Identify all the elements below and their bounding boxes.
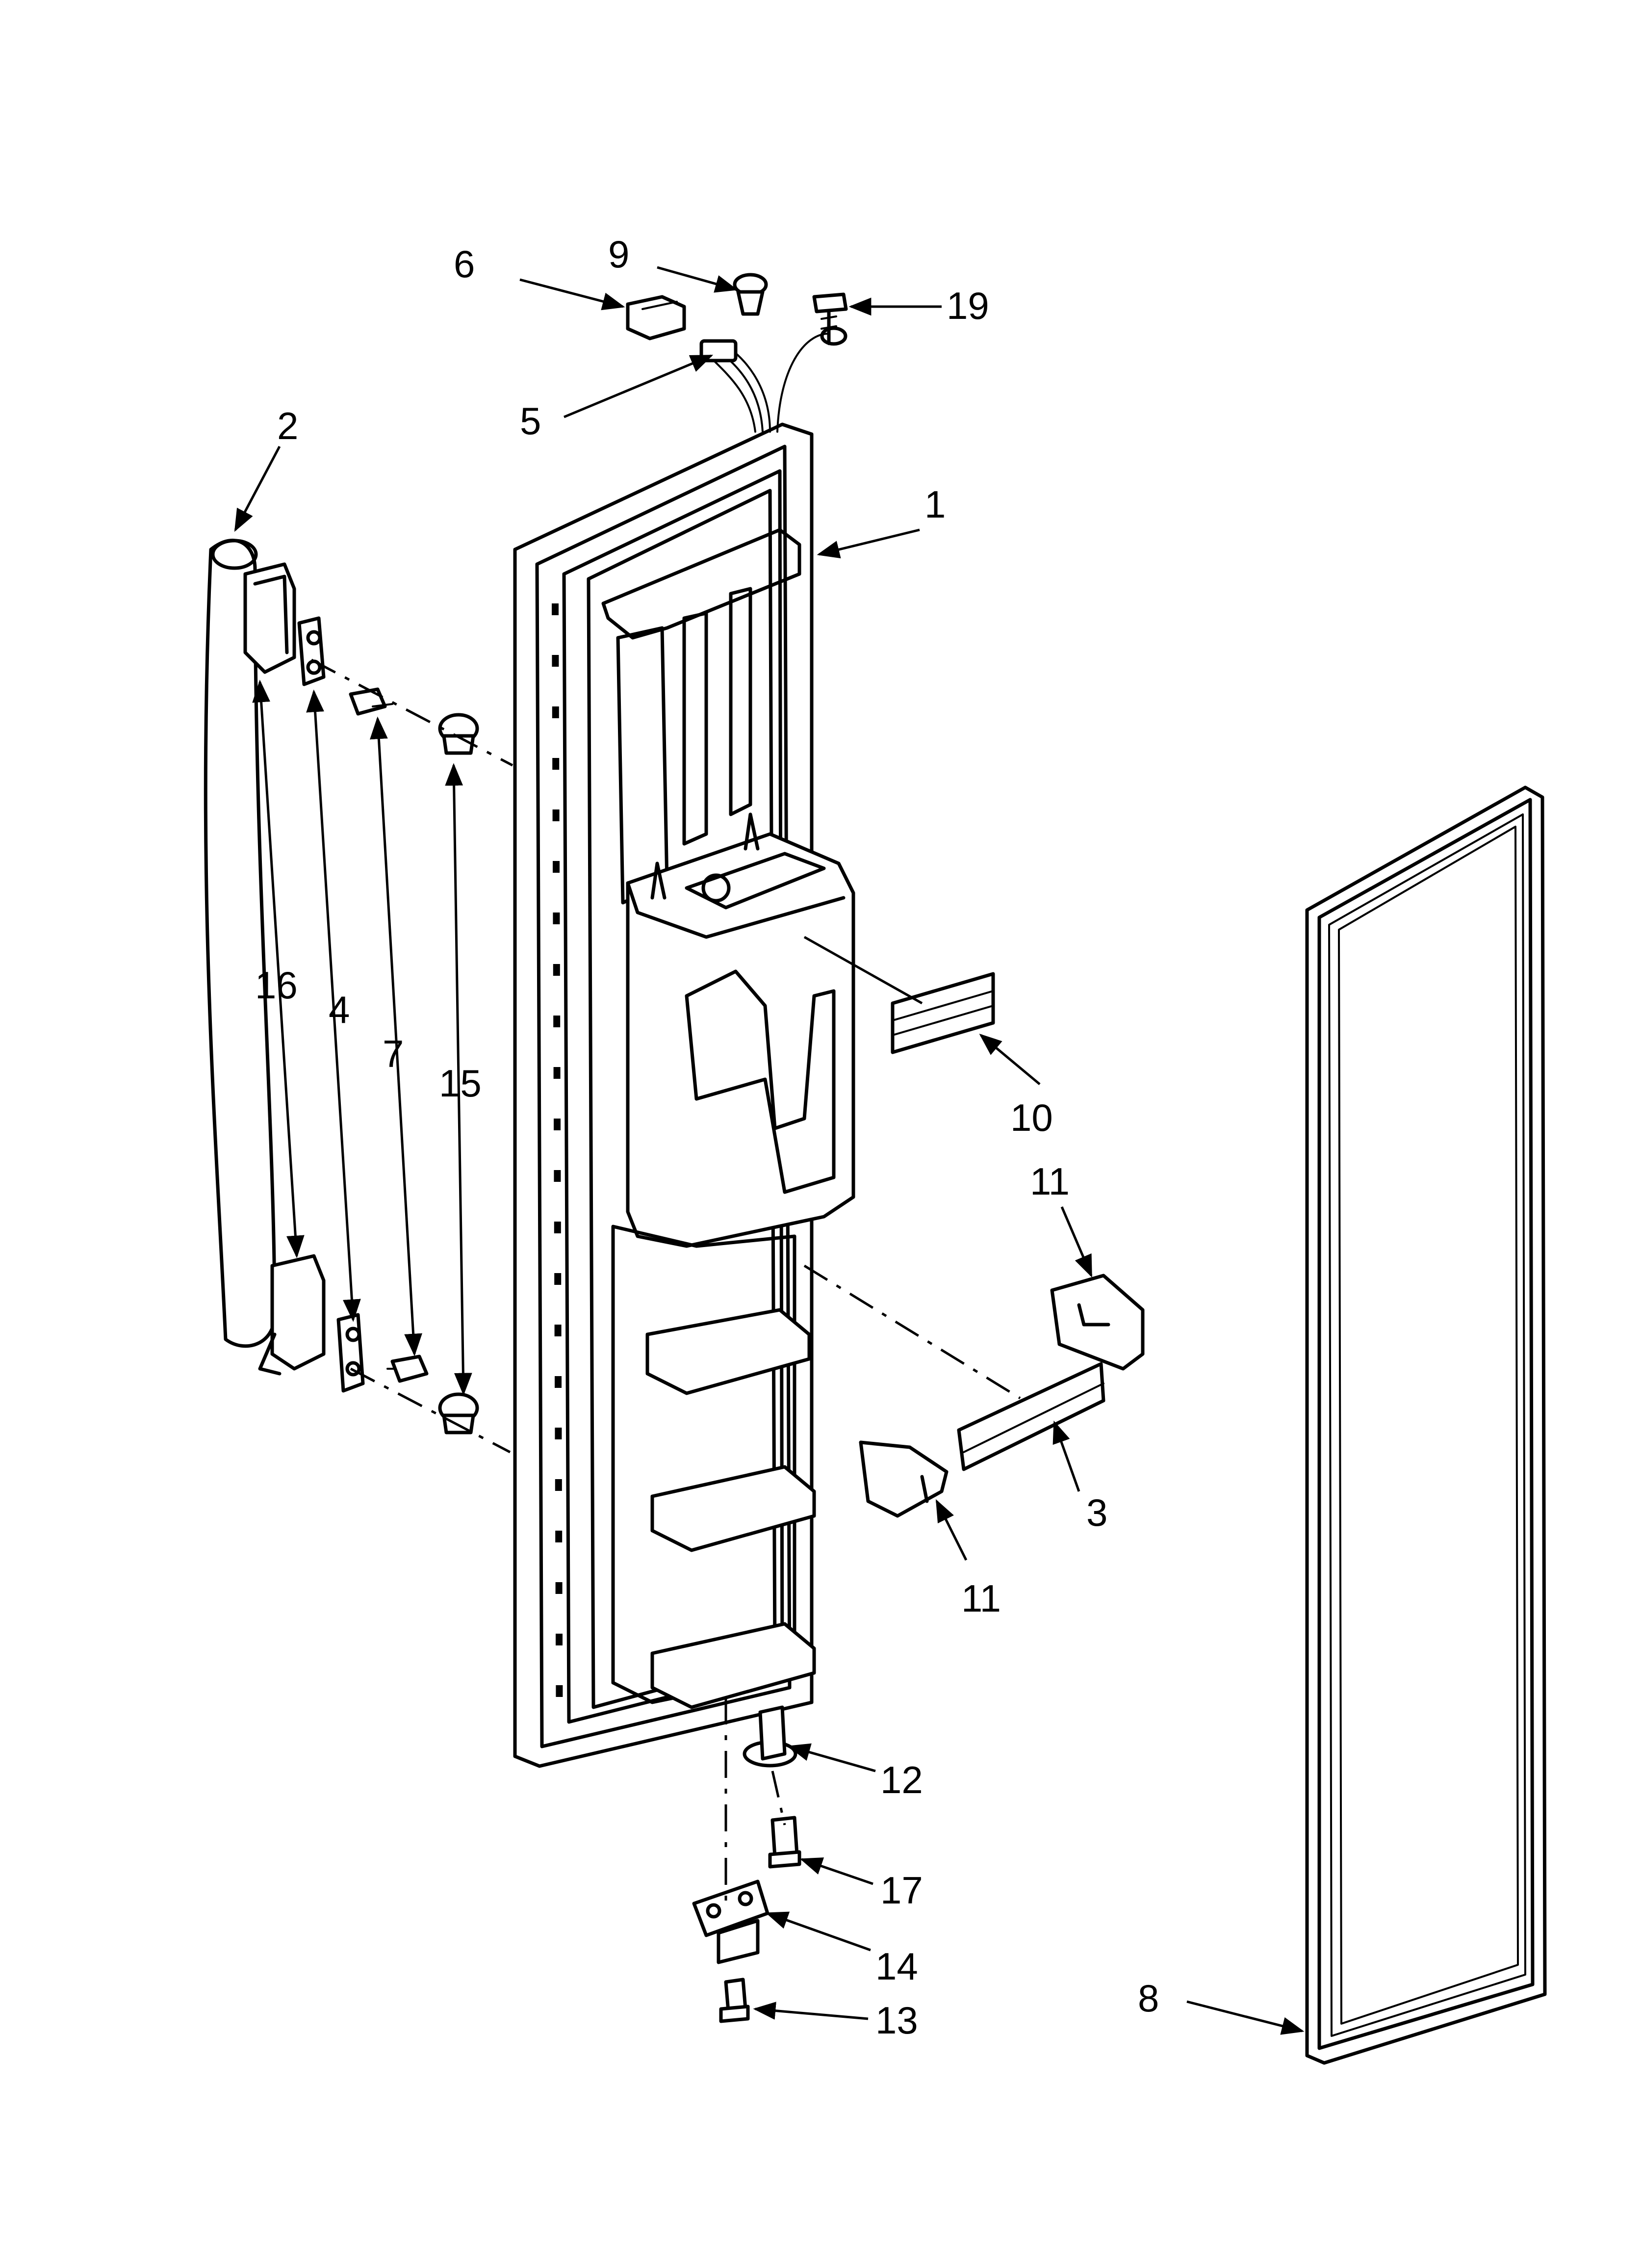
door-edge-dot	[555, 1479, 562, 1491]
callout-10: 10	[1010, 1096, 1053, 1139]
door-edge-dot	[553, 912, 560, 924]
callout-16: 16	[255, 964, 298, 1007]
door-edge-dot	[552, 655, 559, 667]
door-edge-dot	[552, 706, 559, 718]
callout-4: 4	[329, 988, 350, 1031]
callout-17: 17	[880, 1869, 923, 1912]
ground-screw[interactable]	[812, 292, 848, 345]
callouts: 1 2 3 4 5 6 7 8 9 10 11 11 12 13 14 15 1…	[255, 233, 1159, 2042]
door-edge-dot	[554, 1273, 562, 1285]
trim-end-cap[interactable]	[859, 1274, 1145, 1518]
door-edge-dot	[553, 1067, 561, 1079]
callout-1: 1	[924, 483, 946, 526]
callout-15: 15	[439, 1062, 482, 1105]
leader-lines	[234, 266, 1305, 2035]
callout-2: 2	[277, 404, 298, 447]
door-edge-dot	[556, 1634, 563, 1645]
callout-19: 19	[947, 284, 989, 327]
callout-6: 6	[454, 242, 475, 286]
door-edge-dot	[553, 861, 560, 873]
trim-bar[interactable]	[957, 1362, 1105, 1471]
hinge-screw[interactable]	[719, 1978, 750, 2023]
door-hinge[interactable]	[692, 1879, 770, 1964]
callout-9: 9	[608, 233, 629, 276]
callout-7: 7	[383, 1032, 404, 1075]
callout-11-top: 11	[1030, 1160, 1070, 1203]
door-gasket[interactable]	[1305, 785, 1547, 2065]
door-edge-dot	[556, 1685, 563, 1697]
door-assembly[interactable]	[513, 422, 855, 1768]
door-edge-dot	[553, 964, 560, 976]
door-edge-dot	[554, 1325, 562, 1336]
callout-12: 12	[880, 1758, 923, 1801]
pivot-screw[interactable]	[768, 1816, 801, 1869]
wiring-harness[interactable]	[699, 326, 847, 433]
callout-3: 3	[1086, 1491, 1107, 1534]
hinge-pivot[interactable]	[743, 1705, 797, 1768]
door-edge-dot	[552, 758, 560, 770]
door-edge-dot	[555, 1376, 562, 1388]
assembly-lines	[310, 658, 1021, 1908]
door-edge-dot	[552, 603, 559, 615]
door-edge-dot	[552, 809, 560, 821]
door-edge-dot	[555, 1582, 563, 1594]
wire-connector[interactable]	[626, 295, 686, 340]
callout-13: 13	[875, 1999, 918, 2042]
dispenser-cover[interactable]	[891, 972, 995, 1054]
hole-plug[interactable]	[733, 273, 768, 316]
callout-5: 5	[520, 399, 541, 443]
callout-14: 14	[875, 1945, 918, 1988]
door-edge-dot	[555, 1531, 563, 1542]
door-edge-dot	[553, 1016, 561, 1027]
door-edge-dot	[554, 1119, 561, 1130]
callout-8: 8	[1138, 1977, 1159, 2020]
door-edge-dot	[555, 1428, 562, 1439]
door-edge-dot	[554, 1170, 561, 1182]
callout-11-bottom: 11	[961, 1577, 1001, 1620]
door-edge-dot	[554, 1222, 561, 1233]
